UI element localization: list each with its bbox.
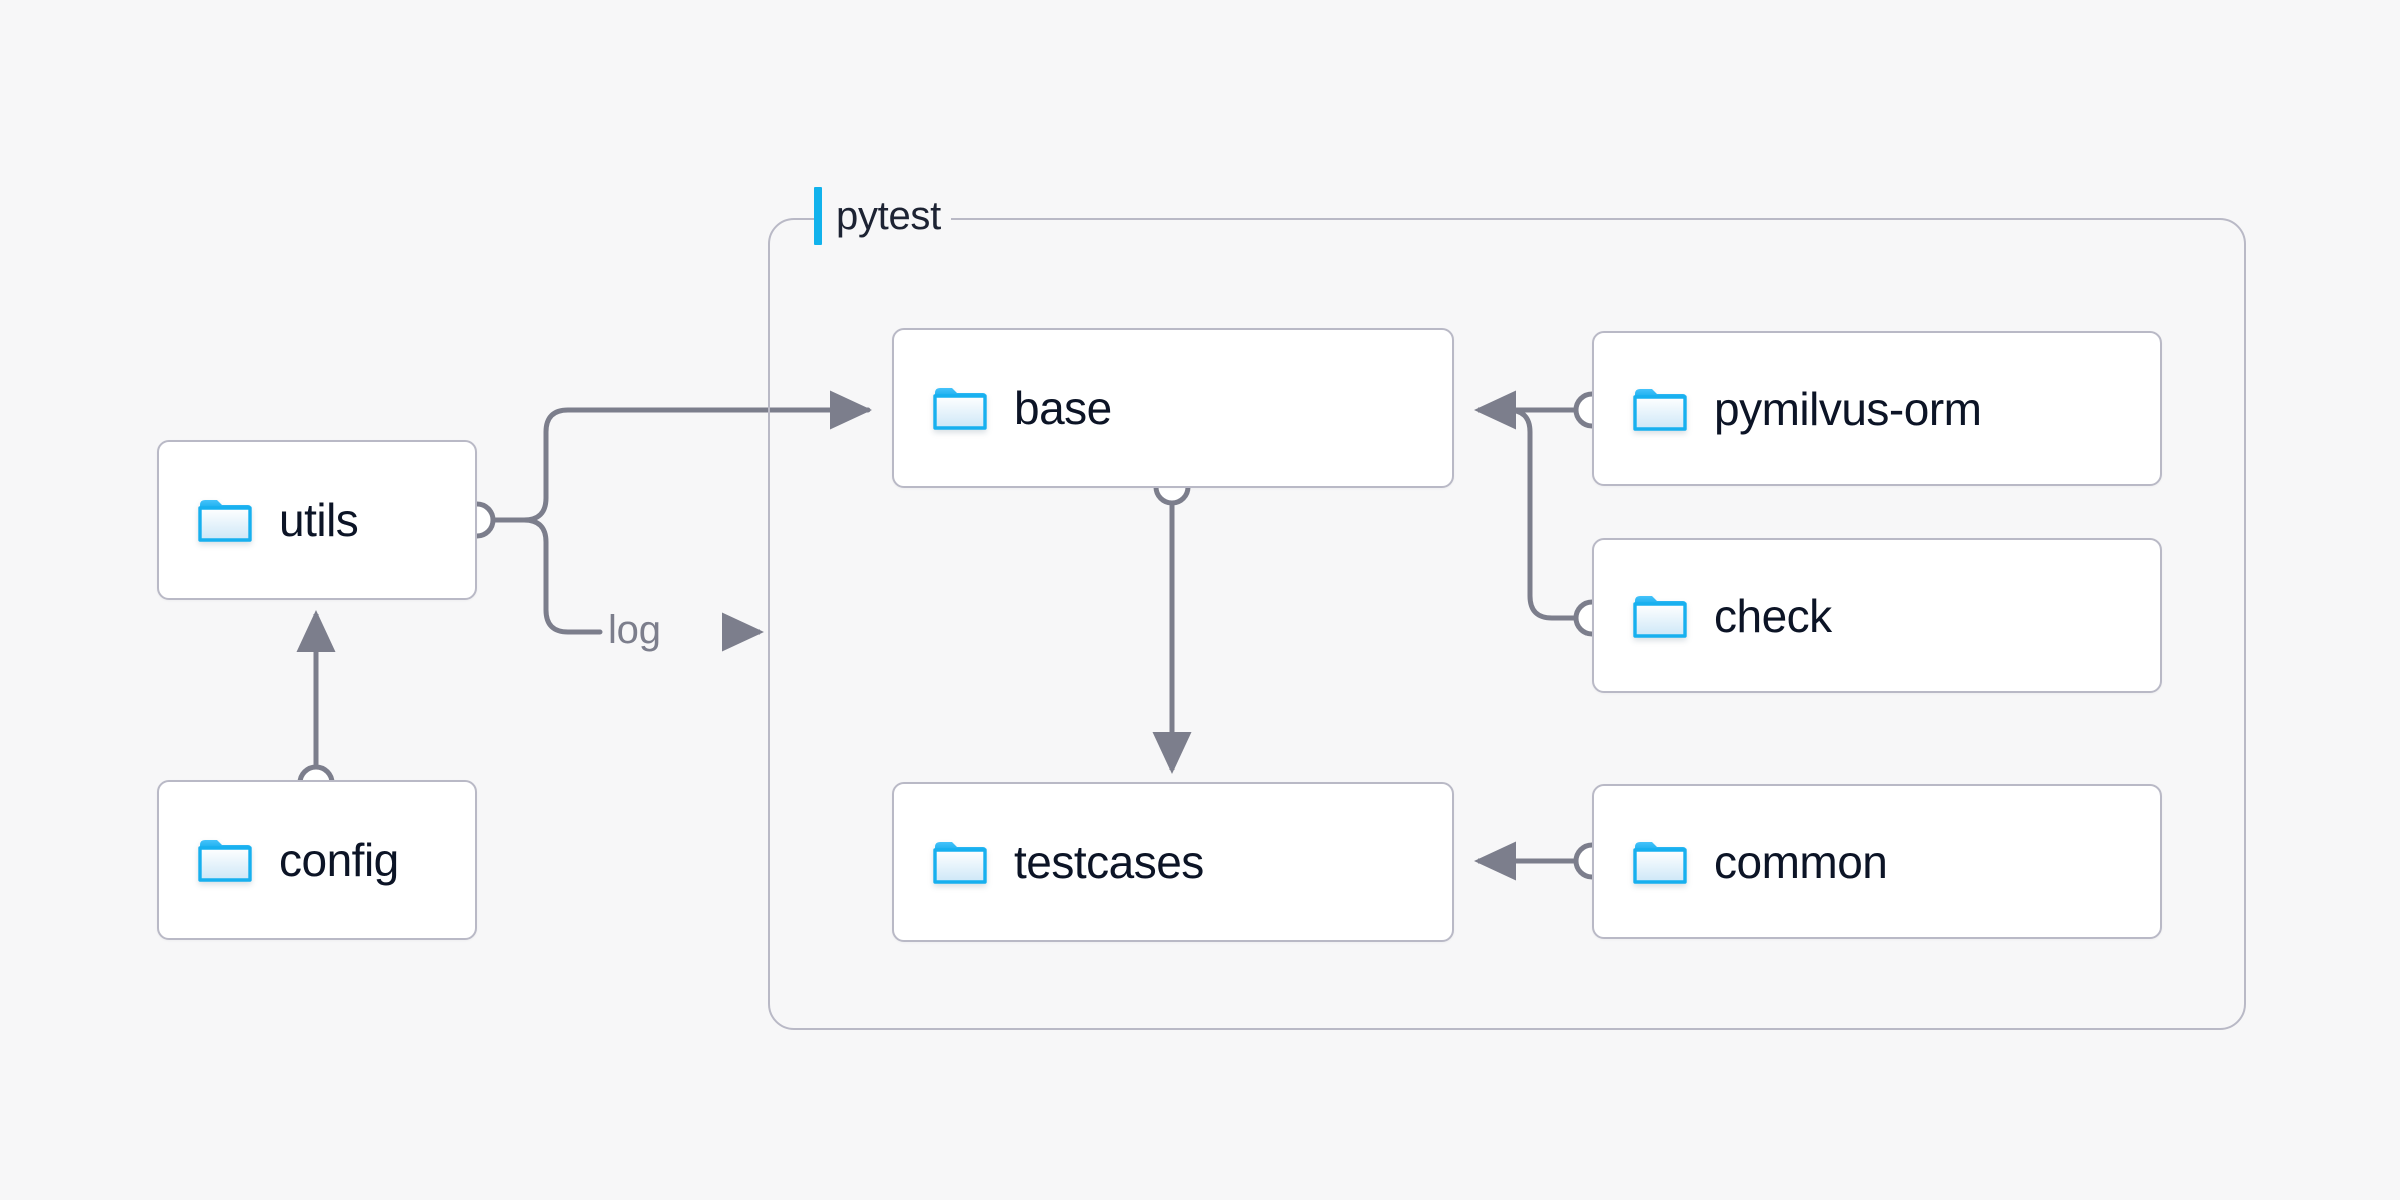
edge-label-log-text: log [608,608,661,652]
edge-label-log: log [608,608,661,653]
edge-utils-log [491,517,603,635]
node-base[interactable]: base [892,328,1454,488]
folder-icon [197,495,253,545]
node-check[interactable]: check [1592,538,2162,693]
folder-icon [1632,591,1688,641]
group-accent-bar [814,187,822,245]
group-title-text: pytest [836,193,941,238]
node-testcases[interactable]: testcases [892,782,1454,942]
pytest-group-label: pytest [814,187,951,245]
node-label: config [279,834,399,886]
node-utils[interactable]: utils [157,440,477,600]
edge-config-to-utils [296,609,336,802]
node-config[interactable]: config [157,780,477,940]
node-label: testcases [1014,836,1204,888]
folder-icon [1632,384,1688,434]
node-label: common [1714,835,1888,888]
node-label: base [1014,382,1112,434]
node-label: check [1714,589,1832,642]
folder-icon [932,837,988,887]
node-label: pymilvus-orm [1714,382,1982,435]
pytest-group-container [768,218,2246,1030]
folder-icon [1632,837,1688,887]
folder-icon [932,383,988,433]
folder-icon [197,835,253,885]
node-common[interactable]: common [1592,784,2162,939]
node-pymilvus-orm[interactable]: pymilvus-orm [1592,331,2162,486]
node-label: utils [279,494,359,546]
